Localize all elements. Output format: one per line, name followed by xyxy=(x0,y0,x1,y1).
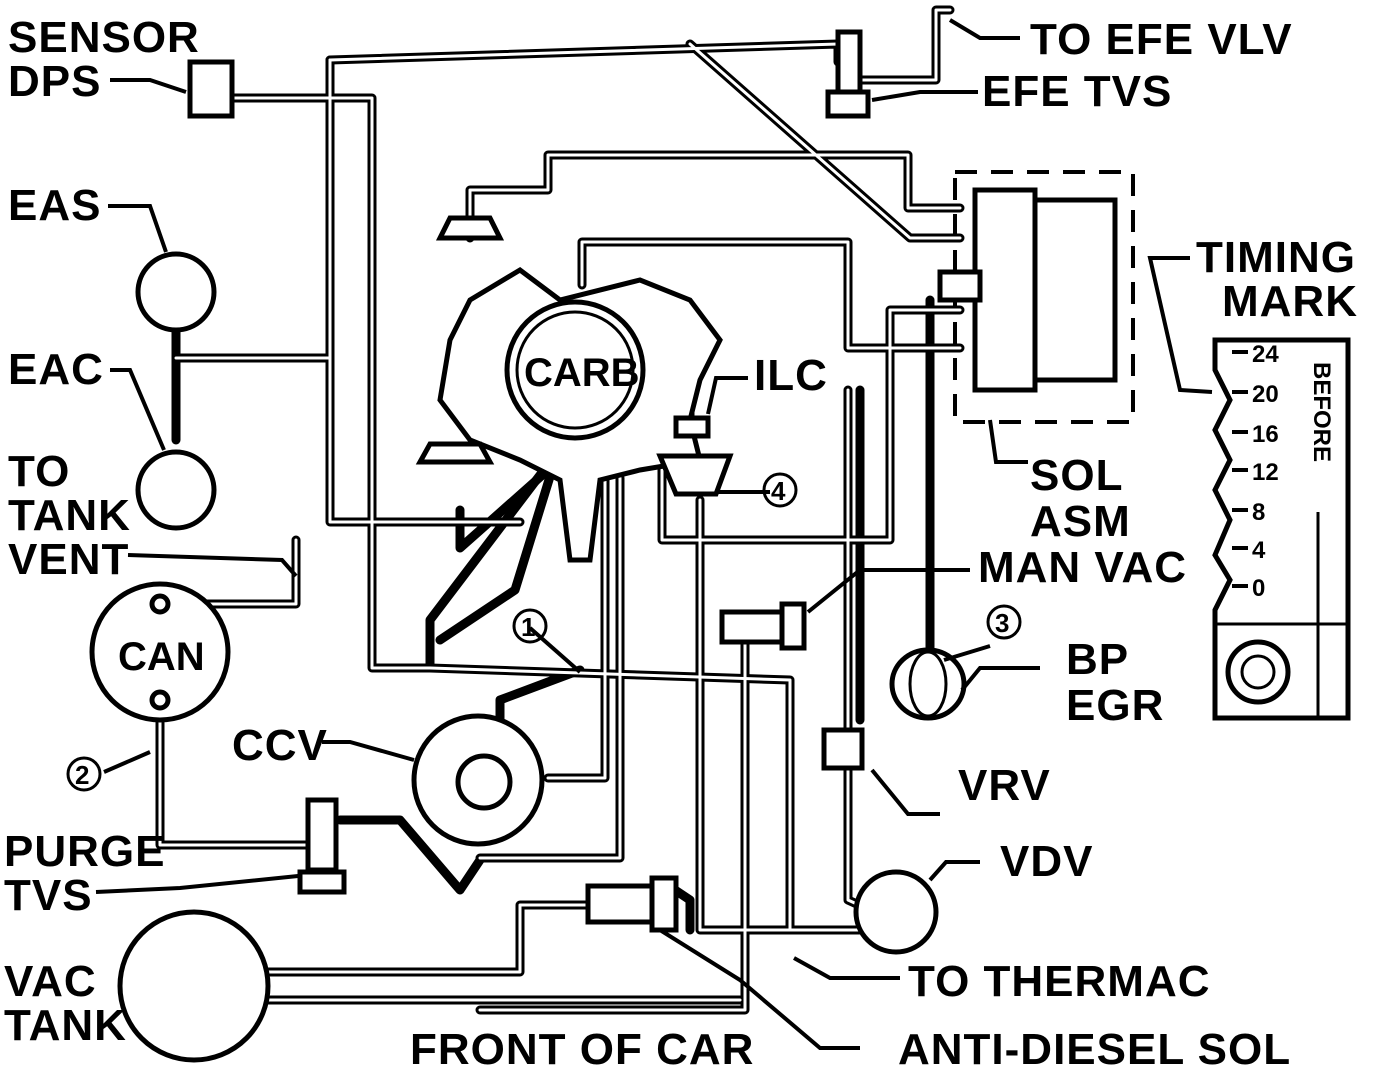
timing-tick-5: 4 xyxy=(1252,537,1266,564)
timing-tick-3: 12 xyxy=(1252,459,1279,486)
label-dps: DPS xyxy=(8,57,101,106)
label-ccv: CCV xyxy=(232,721,328,770)
timing-plate-bolt xyxy=(1225,639,1291,705)
carb-air-cleaner xyxy=(504,299,646,441)
hose-carb-left-1 xyxy=(425,457,555,673)
callout-circle-3 xyxy=(986,604,1022,640)
label-vac-tank: TANK xyxy=(4,1001,127,1050)
label-efe-tvs: EFE TVS xyxy=(982,67,1172,116)
label-sensor: SENSOR xyxy=(8,13,200,62)
label-egr: EGR xyxy=(1066,681,1164,730)
canister xyxy=(89,581,231,723)
label-vrv: VRV xyxy=(958,761,1051,810)
callout-4: 4 xyxy=(771,476,786,506)
label-sol: SOL xyxy=(1030,451,1123,500)
dps-sensor-box xyxy=(187,59,235,119)
labels: SENSOR DPS EAS EAC TO TANK VENT CCV PURG… xyxy=(4,13,1358,1070)
hose-vactank-antidiesel xyxy=(263,900,595,977)
hose-carb-left-3 xyxy=(435,465,557,645)
label-vac: VAC xyxy=(4,957,97,1006)
label-eas: EAS xyxy=(8,181,101,230)
label-purge-tvs: TVS xyxy=(4,871,93,920)
can-port-bottom xyxy=(149,689,171,711)
label-to-tank-vent-1: TO xyxy=(8,447,70,496)
bp-egr-valve xyxy=(889,647,967,721)
label-man-vac: MAN VAC xyxy=(978,543,1187,592)
label-to-thermac: TO THERMAC xyxy=(908,957,1211,1006)
label-purge: PURGE xyxy=(4,827,165,876)
callout-2: 2 xyxy=(75,760,89,790)
hose-carb-top-sol xyxy=(465,150,965,243)
man-vac-fitting xyxy=(719,609,785,645)
purge-tvs-body xyxy=(305,797,339,873)
vdv-valve xyxy=(853,869,939,955)
timing-tick-0: 24 xyxy=(1252,341,1279,368)
hose-ilc-vdv xyxy=(695,495,865,935)
label-vdv: VDV xyxy=(1000,837,1093,886)
label-timing: TIMING xyxy=(1196,233,1356,282)
leader-lines xyxy=(95,18,1213,1050)
carb-diaphragm-top xyxy=(435,215,505,241)
man-vac-nut xyxy=(779,601,807,651)
timing-tick-2: 16 xyxy=(1252,421,1279,448)
timing-tick-1: 20 xyxy=(1252,381,1279,408)
label-to-tank-vent-3: VENT xyxy=(8,535,129,584)
label-asm: ASM xyxy=(1030,497,1131,546)
callout-circle-2 xyxy=(66,756,102,792)
label-front-of-car: FRONT OF CAR xyxy=(410,1025,754,1070)
timing-plate: 24 20 16 12 8 4 0 BEFORE xyxy=(1212,337,1351,721)
label-eac: EAC xyxy=(8,345,104,394)
callout-3: 3 xyxy=(995,608,1009,638)
carb-inner-ring xyxy=(515,310,635,430)
anti-diesel-sol-end xyxy=(649,875,679,933)
sol-asm-block-right xyxy=(1032,197,1118,383)
timing-tick-6: 0 xyxy=(1252,575,1265,602)
anti-diesel-sol-body xyxy=(585,883,655,925)
hose-purge-ccv xyxy=(335,815,485,895)
label-to-efe-vlv: TO EFE VLV xyxy=(1030,15,1293,64)
ilc-cap xyxy=(673,415,711,439)
sol-asm-port xyxy=(937,269,983,303)
callout-circle-1 xyxy=(512,608,548,644)
label-to-tank-vent-2: TANK xyxy=(8,491,131,540)
can-port-top xyxy=(149,593,171,615)
label-can: CAN xyxy=(118,635,205,679)
callouts: 1 2 3 4 xyxy=(66,472,1022,792)
label-ilc: ILC xyxy=(754,351,828,400)
label-carb: CARB xyxy=(524,351,640,395)
ilc-body xyxy=(656,453,734,497)
callout-circle-4 xyxy=(762,472,798,508)
sol-asm-block-left xyxy=(972,187,1038,393)
label-mark: MARK xyxy=(1222,277,1358,326)
efe-tvs-body xyxy=(835,29,863,95)
vacuum-hoses xyxy=(155,5,965,1015)
vac-tank xyxy=(117,909,271,1063)
label-bp: BP xyxy=(1066,635,1129,684)
label-anti-diesel-sol: ANTI-DIESEL SOL xyxy=(898,1025,1291,1070)
callout-1: 1 xyxy=(521,612,535,642)
ccv-inner xyxy=(455,753,513,811)
purge-tvs-hex xyxy=(297,869,347,895)
bp-egr-inner xyxy=(908,650,948,718)
carb-diaphragm-bottom xyxy=(415,441,495,465)
timing-before-label: BEFORE xyxy=(1308,362,1335,462)
eac-valve xyxy=(135,449,217,531)
vrv-valve xyxy=(821,727,865,771)
timing-tick-4: 8 xyxy=(1252,499,1265,526)
efe-tvs-hex xyxy=(825,89,871,119)
eas-valve xyxy=(135,251,217,333)
